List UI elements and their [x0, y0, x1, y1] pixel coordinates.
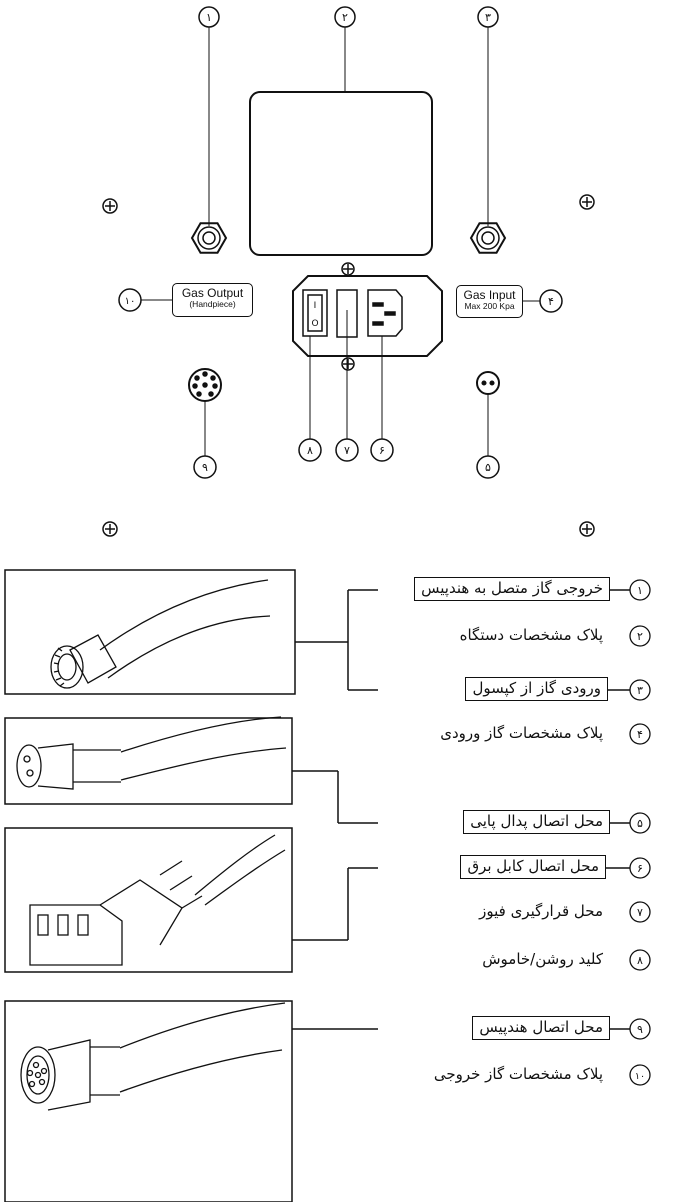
legend-number-8: ۸ — [637, 954, 643, 967]
legend-number-3: ۳ — [637, 684, 643, 697]
callout-number-3: ۳ — [485, 11, 491, 24]
legend-number-6: ۶ — [637, 862, 643, 875]
callout-number-8: ۸ — [307, 444, 313, 457]
legend-markers — [629, 579, 651, 1086]
pedal-plug-icon — [16, 716, 287, 790]
device-nameplate — [249, 91, 433, 256]
gas-output-fitting-icon — [190, 222, 228, 254]
legend-label-device-nameplate: پلاک مشخصات دستگاه — [459, 626, 603, 644]
illustration-box — [4, 569, 296, 695]
callout-number-7: ۷ — [344, 444, 350, 457]
callout-markers — [118, 6, 563, 479]
callout-number-2: ۲ — [342, 11, 348, 24]
gas-hose-nut-icon — [50, 579, 271, 689]
handpiece-socket-icon — [188, 368, 222, 402]
gas-input-title: Gas Input — [463, 288, 516, 302]
legend-number-4: ۴ — [637, 728, 643, 741]
gas-input-subtitle: Max 200 Kpa — [464, 300, 515, 311]
panel-screw-icon — [102, 521, 118, 537]
handpiece-plug-icon — [20, 1002, 286, 1111]
panel-screw-icon — [579, 521, 595, 537]
callout-number-6: ۶ — [379, 444, 385, 457]
illustration-box — [4, 827, 293, 973]
illustration-box — [4, 1000, 293, 1202]
gas-input-tag: Gas Input Max 200 Kpa — [456, 285, 523, 318]
legend-label-power-cable-connection: محل اتصال کابل برق — [460, 855, 606, 879]
iec-power-plug-icon — [29, 834, 286, 966]
callout-number-9: ۹ — [202, 461, 208, 474]
power-switch-icon — [302, 289, 328, 337]
panel-screw-icon — [102, 198, 118, 214]
switch-on-mark: I — [314, 301, 317, 311]
legend-number-1: ۱ — [637, 584, 643, 597]
legend-label-handpiece-connection: محل اتصال هندپیس — [472, 1016, 610, 1040]
panel-screw-icon — [579, 194, 595, 210]
legend-label-fuse-location: محل قرارگیری فیوز — [479, 902, 603, 920]
legend-label-power-switch: کلید روشن/خاموش — [482, 950, 603, 968]
gas-input-fitting-icon — [469, 222, 507, 254]
gas-output-title: Gas Output — [181, 286, 244, 300]
legend-label-gas-input-capsule: ورودی گاز از کپسول — [465, 677, 608, 701]
pedal-socket-icon — [476, 371, 500, 395]
legend-number-10: ۱۰ — [635, 1071, 645, 1082]
power-entry-module — [292, 262, 443, 371]
callout-number-1: ۱ — [206, 11, 212, 24]
switch-off-mark: O — [311, 319, 318, 329]
callout-number-5: ۵ — [485, 461, 491, 474]
legend-label-gas-output-handpiece: خروجی گاز متصل به هندپیس — [414, 577, 610, 601]
legend-label-pedal-connection: محل اتصال پدال پایی — [463, 810, 610, 834]
illustration-box — [4, 717, 293, 805]
gas-output-subtitle: (Handpiece) — [189, 298, 236, 309]
callout-number-10: ۱۰ — [125, 296, 136, 307]
legend-number-2: ۲ — [637, 630, 643, 643]
legend-connectors — [292, 589, 630, 1030]
legend-number-5: ۵ — [637, 817, 643, 830]
callout-number-4: ۴ — [548, 295, 554, 308]
callout-leaders — [141, 27, 540, 456]
power-inlet-socket-icon — [367, 289, 403, 337]
legend-number-7: ۷ — [637, 906, 643, 919]
gas-output-tag: Gas Output (Handpiece) — [172, 283, 253, 317]
legend-label-output-gas-plate: پلاک مشخصات گاز خروجی — [433, 1065, 603, 1083]
legend-label-input-gas-plate: پلاک مشخصات گاز ورودی — [440, 724, 603, 742]
legend-number-9: ۹ — [637, 1023, 643, 1036]
